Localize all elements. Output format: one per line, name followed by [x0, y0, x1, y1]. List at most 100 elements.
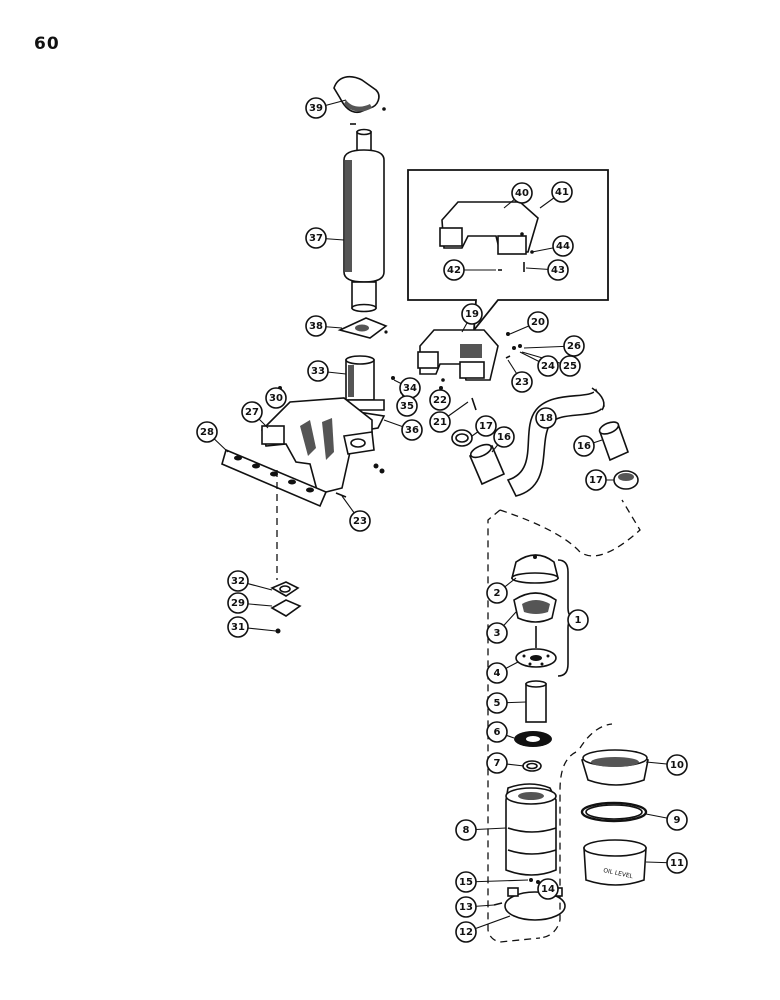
- hose-cap: [613, 470, 639, 490]
- callout-label: 9: [674, 815, 681, 826]
- callout-circle: [475, 415, 497, 437]
- callout-circle: [227, 592, 249, 614]
- seal-ring: [522, 760, 542, 772]
- callout-35: 35: [396, 395, 418, 417]
- callout-circle: [511, 371, 533, 393]
- callout-39: 39: [305, 97, 327, 119]
- callout-36: 36: [401, 419, 423, 441]
- callout-label: 11: [670, 858, 684, 869]
- callout-label: 16: [577, 441, 591, 452]
- callout-label: 39: [309, 103, 323, 114]
- callout-circle: [537, 878, 559, 900]
- callout-circle: [535, 407, 557, 429]
- callout-label: 19: [465, 309, 479, 320]
- callout-5: 5: [486, 692, 508, 714]
- callout-17: 17: [475, 415, 497, 437]
- inlet-tube: [525, 680, 547, 723]
- callout-16: 16: [493, 426, 515, 448]
- callout-label: 32: [231, 576, 245, 587]
- callout-16: 16: [573, 435, 595, 457]
- callout-38: 38: [305, 315, 327, 337]
- callout-circle: [455, 871, 477, 893]
- callout-circle: [573, 435, 595, 457]
- flange-gaskets: [270, 581, 302, 634]
- callout-21: 21: [429, 411, 451, 433]
- callout-circle: [567, 609, 589, 631]
- callout-2: 2: [486, 582, 508, 604]
- callout-circle: [461, 303, 483, 325]
- callout-10: 10: [666, 754, 688, 776]
- callout-label: 36: [405, 425, 419, 436]
- air-cleaner-body: [505, 783, 557, 876]
- precleaner-screen: [515, 648, 557, 668]
- callout-9: 9: [666, 809, 688, 831]
- callout-label: 30: [269, 393, 283, 404]
- callout-17: 17: [585, 469, 607, 491]
- callout-circle: [307, 360, 329, 382]
- oil-cup-bowl: [583, 839, 647, 886]
- callout-label: 35: [400, 401, 414, 412]
- callout-circle: [396, 395, 418, 417]
- callout-label: 23: [353, 516, 367, 527]
- callout-7: 7: [486, 752, 508, 774]
- callout-23: 23: [511, 371, 533, 393]
- callout-label: 16: [497, 432, 511, 443]
- page-number: 60: [34, 34, 60, 54]
- callout-label: 17: [479, 421, 493, 432]
- callout-circle: [349, 510, 371, 532]
- callout-circle: [486, 622, 508, 644]
- callout-label: 2: [494, 588, 501, 599]
- callout-20: 20: [527, 311, 549, 333]
- callout-circle: [196, 421, 218, 443]
- callout-circle: [486, 752, 508, 774]
- callout-circle: [666, 852, 688, 874]
- intake-hose: [506, 387, 605, 497]
- callout-6: 6: [486, 721, 508, 743]
- callout-18: 18: [535, 407, 557, 429]
- callout-1: 1: [567, 609, 589, 631]
- callout-circle: [401, 419, 423, 441]
- callout-label: 10: [670, 760, 684, 771]
- callout-label: 44: [556, 241, 570, 252]
- callout-label: 7: [494, 758, 501, 769]
- callout-circle: [547, 259, 569, 281]
- precleaner-cap: [510, 554, 560, 584]
- callout-circle: [455, 896, 477, 918]
- callout-circle: [305, 227, 327, 249]
- callout-label: 5: [494, 698, 501, 709]
- callout-11: 11: [666, 852, 688, 874]
- hose-sleeve-left: [468, 443, 506, 486]
- callout-circle: [527, 311, 549, 333]
- callout-label: 15: [459, 877, 473, 888]
- callout-label: 3: [494, 628, 501, 639]
- callout-label: 28: [200, 427, 214, 438]
- callout-circle: [443, 259, 465, 281]
- callout-26: 26: [563, 335, 585, 357]
- callout-30: 30: [265, 387, 287, 409]
- callout-15: 15: [455, 871, 477, 893]
- callout-label: 8: [463, 825, 470, 836]
- callout-44: 44: [552, 235, 574, 257]
- muffler: [343, 128, 385, 313]
- hose-sleeve-right: [598, 421, 630, 462]
- callout-circle: [551, 181, 573, 203]
- callout-12: 12: [455, 921, 477, 943]
- callout-4: 4: [486, 662, 508, 684]
- callout-label: 41: [555, 187, 569, 198]
- callout-19: 19: [461, 303, 483, 325]
- callout-label: 17: [589, 475, 603, 486]
- callout-29: 29: [227, 592, 249, 614]
- callout-label: 25: [563, 361, 577, 372]
- callout-3: 3: [486, 622, 508, 644]
- callout-circle: [429, 411, 451, 433]
- sealing-washer: [514, 731, 552, 747]
- elbow-pipe: [337, 355, 385, 411]
- callout-circle: [265, 387, 287, 409]
- callout-label: 24: [541, 361, 555, 372]
- callout-circle: [585, 469, 607, 491]
- callout-label: 31: [231, 622, 245, 633]
- callout-circle: [429, 389, 451, 411]
- callout-37: 37: [305, 227, 327, 249]
- hose-clamp-left: [451, 429, 473, 447]
